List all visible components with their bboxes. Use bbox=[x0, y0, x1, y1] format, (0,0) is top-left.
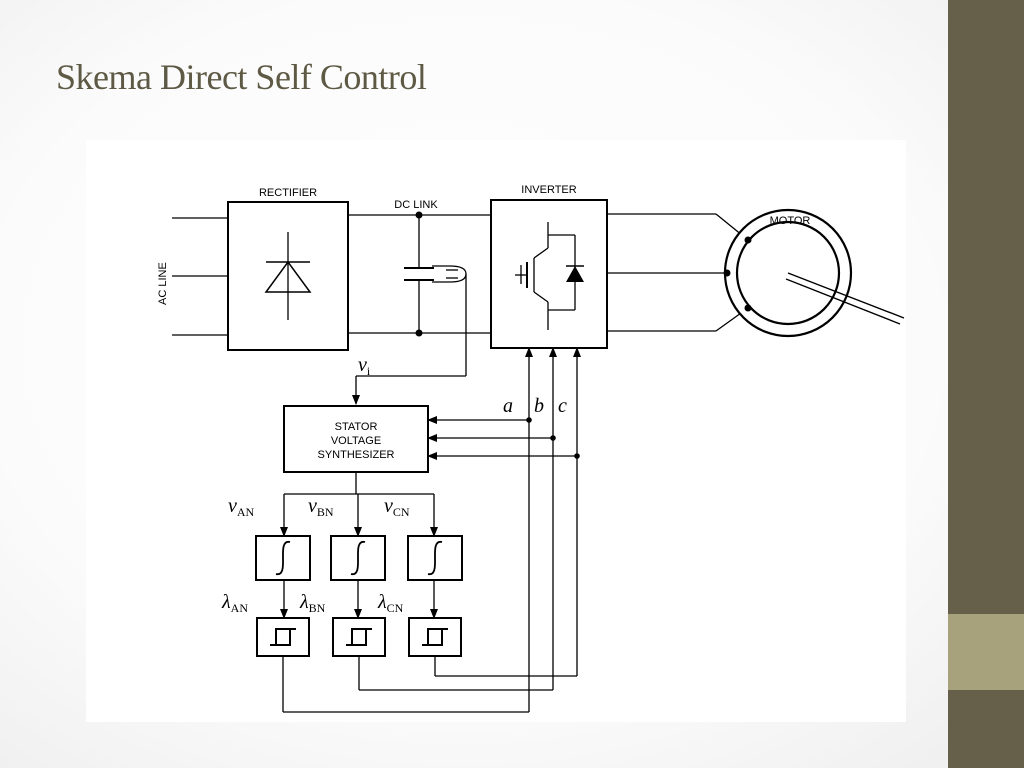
lambda-an-label: λAN bbox=[221, 591, 248, 615]
inverter-block bbox=[490, 199, 608, 349]
feedback-wires bbox=[282, 656, 577, 713]
phase-a-label: a bbox=[503, 395, 513, 417]
flux-signal-arrows bbox=[280, 580, 438, 619]
v-cn-label: vCN bbox=[384, 495, 410, 519]
motor-symbol bbox=[723, 208, 905, 338]
voltage-sensor bbox=[352, 265, 467, 405]
dc-link-bus bbox=[348, 211, 491, 337]
diode-icon bbox=[264, 232, 312, 320]
v-an-label: vAN bbox=[228, 495, 255, 519]
capacitor-icon bbox=[404, 267, 434, 281]
hysteresis-comparator-an bbox=[256, 617, 310, 657]
integrator-an bbox=[255, 535, 311, 581]
hysteresis-comparator-cn bbox=[408, 617, 462, 657]
inverter-label: INVERTER bbox=[521, 184, 576, 196]
sidebar-band bbox=[948, 0, 1024, 768]
motor-label: MOTOR bbox=[770, 215, 811, 227]
synth-label-line2: VOLTAGE bbox=[331, 435, 381, 447]
lambda-cn-label: λCN bbox=[377, 591, 404, 615]
lambda-bn-label: λBN bbox=[299, 591, 326, 615]
synth-label-line1: STATOR bbox=[335, 421, 378, 433]
slide-title: Skema Direct Self Control bbox=[56, 57, 427, 97]
hysteresis-comparator-bn bbox=[332, 617, 386, 657]
switching-signal-lines bbox=[427, 347, 581, 712]
ac-line-label: AC LINE bbox=[157, 262, 169, 305]
phase-b-label: b bbox=[534, 395, 544, 417]
igbt-icon bbox=[515, 222, 584, 330]
vi-symbol: vi bbox=[358, 354, 371, 378]
integrator-bn bbox=[330, 535, 386, 581]
sidebar-accent-block bbox=[948, 614, 1024, 690]
v-bn-label: vBN bbox=[308, 495, 334, 519]
integrator-cn bbox=[407, 535, 463, 581]
voltage-output-lines bbox=[280, 472, 438, 537]
ac-line-wires bbox=[172, 217, 228, 336]
rectifier-label: RECTIFIER bbox=[259, 187, 317, 199]
dc-link-label: DC LINK bbox=[394, 199, 438, 211]
synth-label-line3: SYNTHESIZER bbox=[317, 449, 394, 461]
phase-c-label: c bbox=[558, 395, 567, 417]
